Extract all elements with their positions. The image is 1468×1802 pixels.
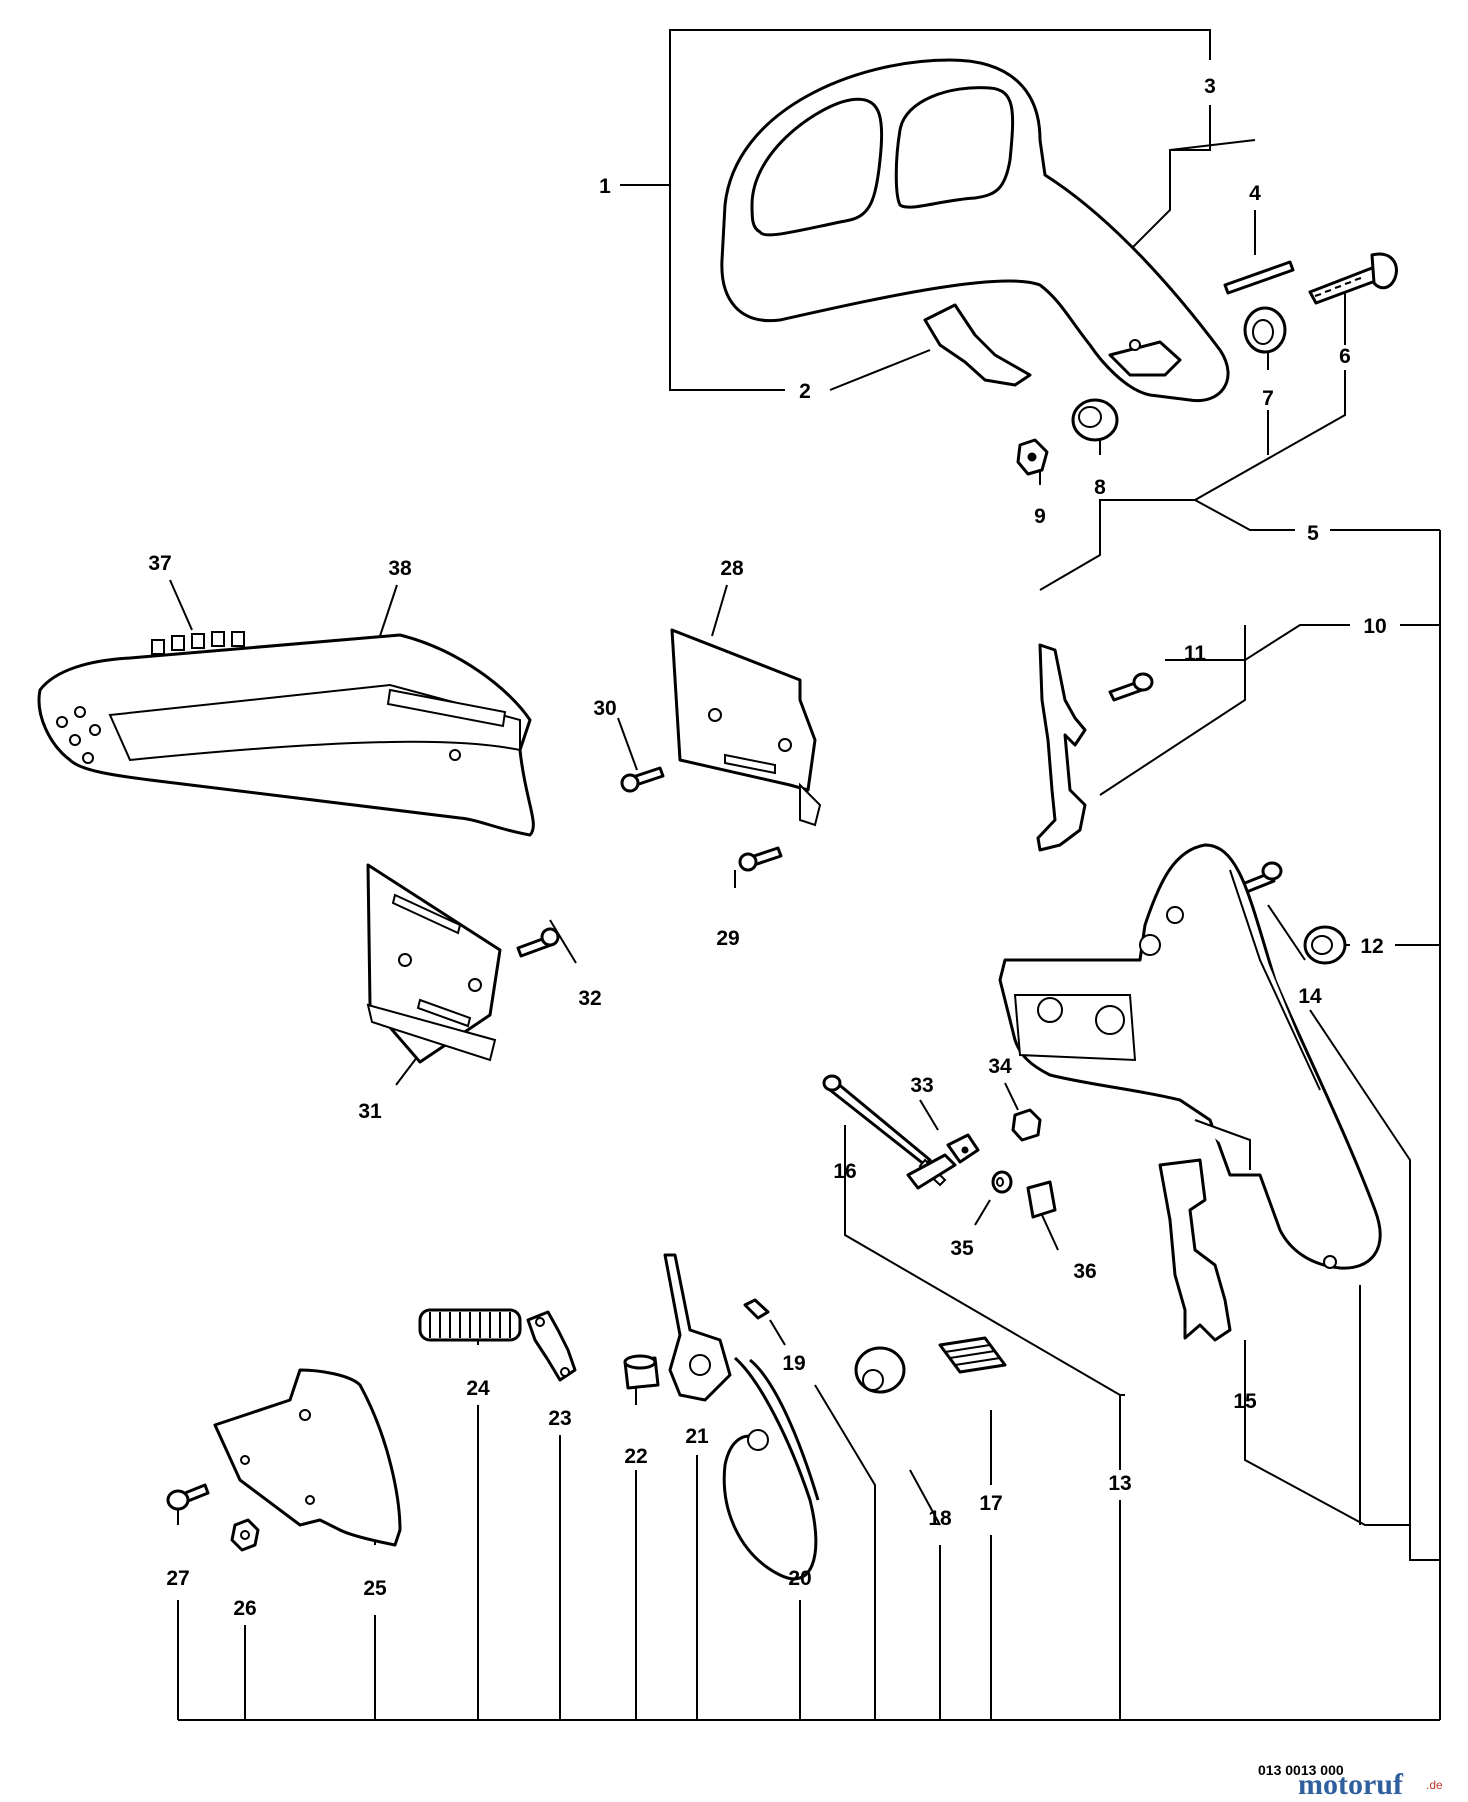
part-34-nut [1011,1108,1042,1142]
callout-24: 24 [466,1377,490,1400]
callout-8: 8 [1094,476,1106,499]
callout-38: 38 [388,557,412,580]
part-28-bar-plate [670,628,822,827]
part-22-bushing [623,1354,660,1390]
callout-31: 31 [358,1100,382,1123]
callout-34: 34 [988,1055,1012,1078]
part-12-bushing [1303,925,1347,965]
callout-23: 23 [548,1407,571,1430]
callout-16: 16 [833,1160,856,1183]
part-38-bar-cover [37,633,535,837]
callout-29: 29 [716,927,739,950]
callout-19: 19 [782,1352,805,1375]
callout-27: 27 [166,1567,189,1590]
document-number: 013 0013 000 [1258,1762,1344,1778]
part-25-guard [213,1368,402,1547]
part-21-brake-lever [663,1253,732,1402]
callout-5: 5 [1307,522,1319,545]
callout-1: 1 [599,175,611,198]
part-26-nut [230,1518,260,1552]
callout-3: 3 [1204,75,1216,98]
callout-17: 17 [979,1492,1002,1515]
callout-12: 12 [1360,935,1383,958]
part-36-block [1026,1180,1057,1219]
part-31-plate [366,863,502,1064]
watermark-tld: .de [1426,1778,1443,1792]
part-18-bushing [854,1346,906,1394]
callout-7: 7 [1262,387,1274,410]
part-11-screw [1108,672,1154,702]
callout-32: 32 [578,987,601,1010]
part-17-block [938,1336,1007,1374]
part-1-front-handle [720,58,1230,403]
part-6-bolt [1308,252,1398,305]
callout-21: 21 [685,1425,709,1448]
part-10-brake-lever [1036,643,1087,852]
callout-37: 37 [148,552,171,575]
part-13-clutch-cover [998,843,1382,1270]
callout-20: 20 [788,1567,811,1590]
callout-9: 9 [1034,505,1046,528]
callout-6: 6 [1339,345,1351,368]
callout-22: 22 [624,1445,647,1468]
callout-33: 33 [910,1074,933,1097]
part-15-slide [1158,1158,1232,1342]
part-32-screw [516,927,560,958]
callout-4: 4 [1249,182,1261,205]
part-20-brake-band [722,1356,820,1581]
part-2-clip [923,303,1032,387]
part-35-washer [991,1170,1013,1194]
part-33-tensioner [906,1133,980,1190]
callout-labels: 1 2 3 4 5 6 7 8 9 10 11 12 13 14 15 16 1… [148,75,1386,1620]
part-30-screw [620,766,665,793]
callout-14: 14 [1298,985,1322,1008]
callout-10: 10 [1363,615,1386,638]
callout-26: 26 [233,1597,256,1620]
callout-25: 25 [363,1577,387,1600]
part-19-pin [743,1298,770,1320]
callout-13: 13 [1108,1472,1131,1495]
callout-30: 30 [593,697,616,720]
part-9-nut [1016,438,1049,476]
watermark-logo: motoruf [1298,1768,1403,1801]
callout-15: 15 [1233,1390,1257,1413]
part-7-bushing [1243,306,1287,354]
part-8-bushing [1071,398,1119,442]
part-4-pin [1223,260,1295,295]
part-37-bumper-spikes [151,631,245,655]
callout-36: 36 [1073,1260,1096,1283]
callout-11: 11 [1184,642,1207,665]
callout-28: 28 [720,557,744,580]
callout-18: 18 [928,1507,952,1530]
part-23-link [526,1310,577,1382]
part-29-screw [738,846,783,872]
callout-2: 2 [799,380,811,403]
part-24-spring [418,1308,522,1342]
part-27-screw [166,1483,210,1511]
callout-35: 35 [950,1237,974,1260]
